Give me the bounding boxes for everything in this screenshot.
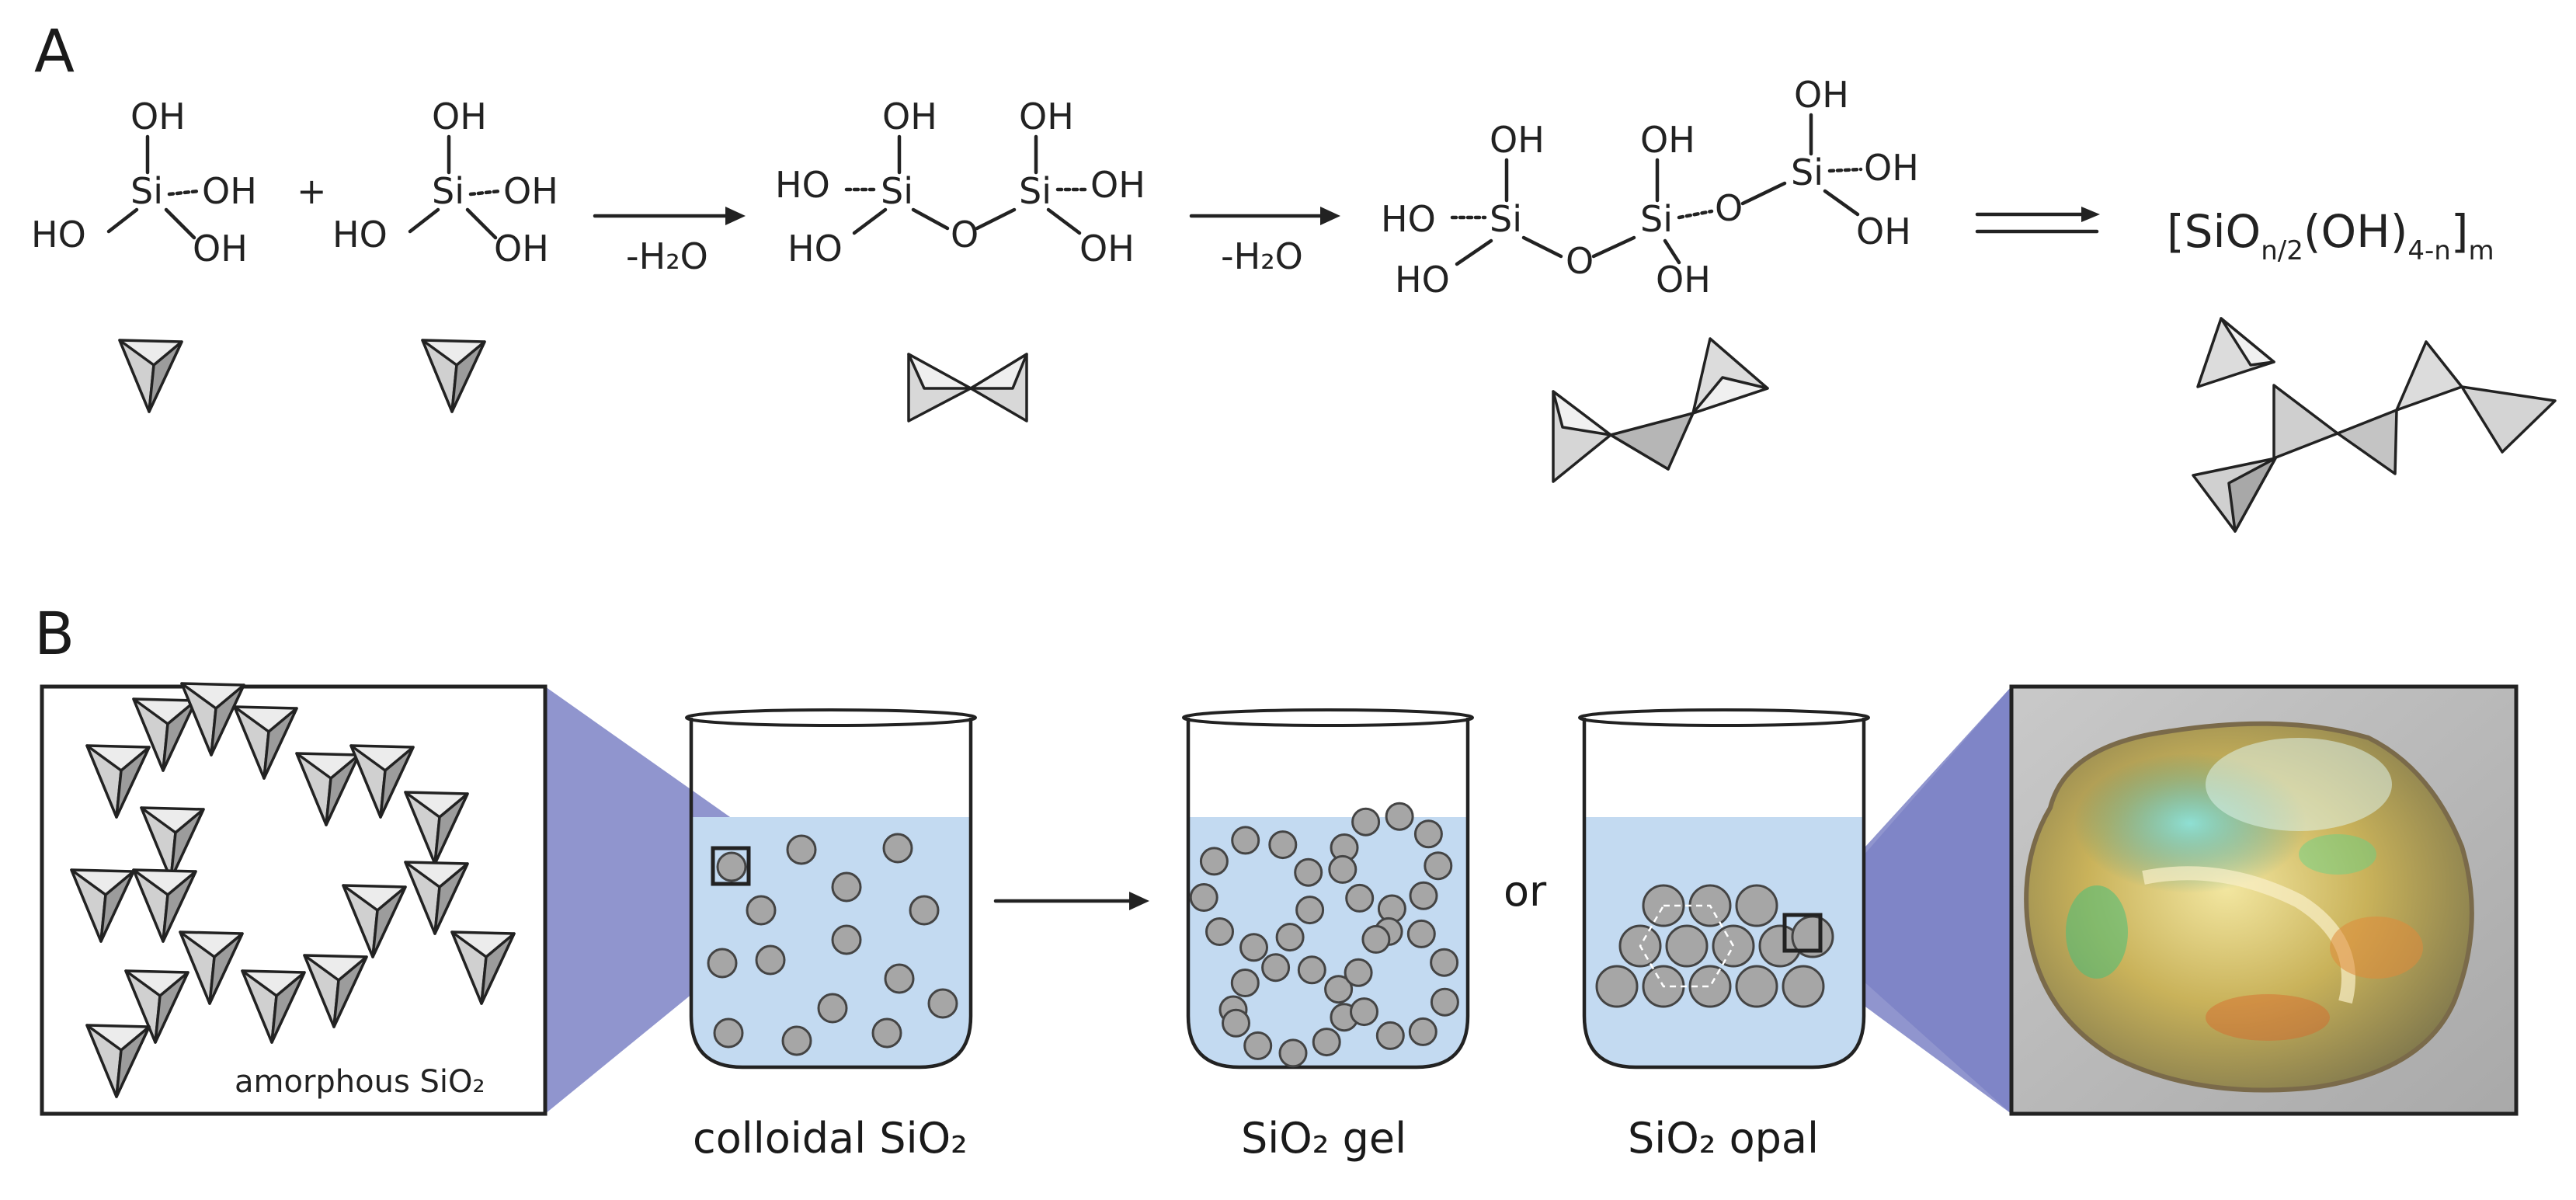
atom-oh: OH — [1079, 228, 1135, 270]
gel-particle — [1351, 807, 1381, 837]
gel-particle — [1199, 847, 1229, 876]
gel-particle — [1231, 826, 1260, 855]
gel-particle — [1408, 1017, 1437, 1046]
silica-tetrahedron-icon — [421, 339, 486, 413]
beaker-colloidal — [685, 708, 977, 1070]
inset-caption: amorphous SiO₂ — [235, 1064, 485, 1100]
atom-oh: OH — [494, 228, 549, 270]
atom-oh: OH — [1019, 96, 1074, 137]
atom-si: Si — [432, 170, 464, 212]
gel-particle — [1324, 975, 1354, 1004]
atom-ho: HO — [775, 164, 830, 206]
atom-oh: OH — [130, 96, 186, 137]
panel-b-label: B — [34, 599, 75, 668]
gel-particle — [1344, 958, 1373, 987]
atom-oh: OH — [1490, 119, 1545, 161]
caption-colloidal: colloidal SiO₂ — [693, 1114, 968, 1163]
silicic-acid-monomer-2: OH Si OH HO OH — [332, 96, 558, 270]
gel-particle — [1430, 948, 1459, 977]
silica-tetrahedron-icon — [1552, 337, 1769, 483]
polymer-formula: [SiOn/2(OH)4-n]m — [2167, 205, 2494, 266]
atom-si: Si — [1490, 198, 1522, 240]
gel-particle — [1239, 933, 1268, 962]
or-label: or — [1504, 867, 1547, 916]
atom-ho: HO — [787, 228, 843, 270]
reaction-arrow-1: -H₂O — [593, 207, 746, 277]
caption-gel: SiO₂ gel — [1241, 1114, 1406, 1163]
gel-particle — [1345, 883, 1375, 913]
silicic-acid-trimer: OH OH OH HO Si Si O Si OH O OH HO OH — [1381, 74, 1919, 301]
gel-particle — [1424, 851, 1453, 881]
gel-particle — [1278, 1038, 1308, 1068]
gel-particle — [1222, 1008, 1250, 1038]
gel-particle — [1189, 883, 1218, 912]
gel-particle — [1430, 987, 1459, 1017]
atom-oh: OH — [1856, 210, 1911, 252]
atom-si: Si — [881, 170, 913, 212]
atom-o: O — [1566, 240, 1594, 282]
gel-particle — [1409, 881, 1438, 910]
gel-particle — [1375, 1021, 1405, 1050]
plus-sign: + — [297, 170, 327, 212]
atom-ho: HO — [1395, 259, 1450, 301]
atom-oh: OH — [882, 96, 937, 137]
condition-minus-water: -H₂O — [626, 235, 708, 277]
gel-particle — [1297, 955, 1326, 985]
panel-a-label: A — [34, 16, 75, 85]
silica-tetrahedron-icon — [2192, 317, 2557, 533]
atom-si: Si — [1791, 151, 1823, 193]
gel-particle — [1261, 953, 1291, 983]
beaker-gel — [1182, 708, 1474, 1070]
atom-oh: OH — [503, 170, 558, 212]
condition-minus-water: -H₂O — [1221, 235, 1303, 277]
gel-particle — [1413, 819, 1443, 849]
gel-particle — [1385, 802, 1414, 831]
gel-particle — [1230, 969, 1260, 997]
amorphous-sio2-inset: amorphous SiO₂ — [40, 682, 548, 1116]
atom-si: Si — [1640, 198, 1673, 240]
silicic-acid-monomer-1: OH Si OH HO OH — [31, 96, 257, 270]
atom-si: Si — [1019, 170, 1052, 212]
beaker-opal — [1578, 708, 1870, 1070]
atom-oh: OH — [1656, 259, 1711, 301]
gel-particle — [1406, 919, 1436, 948]
gel-particle — [1294, 857, 1323, 887]
gel-particle — [1268, 830, 1298, 860]
atom-si: Si — [130, 170, 163, 212]
caption-opal: SiO₂ opal — [1628, 1114, 1819, 1163]
opal-photo — [2009, 684, 2519, 1116]
atom-oh: OH — [432, 96, 487, 137]
atom-ho: HO — [31, 214, 86, 256]
gel-particle — [1361, 924, 1391, 954]
atom-oh: OH — [1640, 119, 1695, 161]
atom-ho: HO — [332, 214, 388, 256]
gel-particle — [1328, 854, 1358, 884]
gel-particle — [1205, 917, 1234, 946]
silicic-acid-dimer: OH OH HO Si Si OH HO O OH — [775, 96, 1145, 270]
atom-oh: OH — [1090, 164, 1145, 206]
transition-arrow — [993, 892, 1149, 910]
silica-tetrahedron-icon — [118, 339, 183, 413]
gel-particle — [1243, 1031, 1273, 1060]
gel-particle — [1312, 1028, 1341, 1057]
atom-oh: OH — [1794, 74, 1849, 116]
gel-particle — [1275, 923, 1305, 952]
atom-oh: OH — [1864, 147, 1919, 189]
gel-particle — [1295, 896, 1325, 925]
atom-o: O — [951, 214, 979, 256]
atom-o: O — [1715, 187, 1743, 229]
silica-tetrahedron-icon — [907, 353, 1028, 423]
atom-ho: HO — [1381, 198, 1436, 240]
atom-oh: OH — [193, 228, 248, 270]
atom-oh: OH — [202, 170, 257, 212]
reaction-arrow-2: -H₂O — [1189, 207, 1340, 277]
gel-particle — [1350, 997, 1378, 1027]
reaction-arrow-3 — [1975, 207, 2100, 234]
